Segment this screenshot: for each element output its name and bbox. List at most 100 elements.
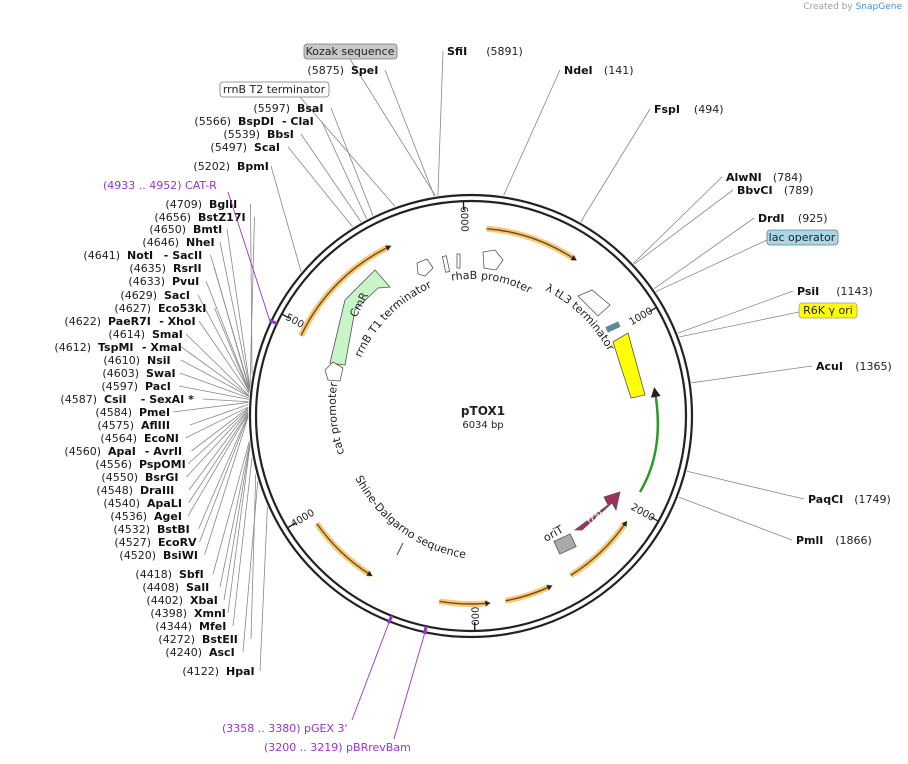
leader-csii: [202, 398, 249, 403]
tl3-terminator-arrow: [577, 289, 611, 317]
site-pos-sali: (4408): [142, 581, 179, 594]
site-tspmi[interactable]: TspMI(4612)- XmaI: [54, 341, 181, 354]
site-bglii[interactable]: BglII(4709): [165, 198, 237, 211]
site-pos-sbfi: (4418): [135, 568, 172, 581]
leader-bsteii: [250, 474, 257, 640]
site-eco53ki[interactable]: Eco53kI(4627): [114, 302, 206, 315]
snapgene-watermark: Created by SnapGene: [803, 2, 902, 12]
svg-text:(3200 .. 3219) pBRrevBam: (3200 .. 3219) pBRrevBam: [264, 741, 411, 754]
site-apali[interactable]: ApaLI(4540): [103, 497, 182, 510]
site-pos-bbsi: (5539): [223, 128, 260, 141]
svg-text:PacI: PacI: [145, 380, 171, 393]
leader-sfii: [437, 50, 444, 196]
site-hpai[interactable]: HpaI(4122): [182, 665, 254, 678]
tick-label-2000: 2000: [629, 502, 657, 524]
site-pos-acui: (1365): [855, 360, 892, 373]
site-bbsi[interactable]: BbsI (5539): [223, 128, 293, 141]
rrnb-t2-box[interactable]: rrnB T2 terminator: [219, 81, 330, 98]
site-pos-swai: (4603): [102, 367, 139, 380]
site-sbfi[interactable]: SbfI(4418): [135, 568, 203, 581]
site-bmti[interactable]: BmtI(4650): [149, 223, 222, 236]
lac-operator-marker: [605, 321, 621, 333]
leader-bbvci: [634, 189, 734, 265]
site-noti[interactable]: NotI(4641)- SacII: [83, 249, 202, 262]
orit-feature[interactable]: [553, 533, 577, 555]
site-scai[interactable]: ScaI(5497): [210, 141, 280, 154]
leader-econi: [185, 406, 249, 439]
leader-psii: [677, 290, 794, 334]
cmr-feature[interactable]: [329, 269, 391, 366]
svg-text:BstEII: BstEII: [202, 633, 238, 646]
site-bsiwi[interactable]: BsiWI(4520): [119, 549, 198, 562]
orf-arc-0: [486, 225, 577, 262]
site-bpmi[interactable]: BpmI(5202): [193, 160, 268, 173]
site-pmei[interactable]: PmeI(4584): [95, 406, 170, 419]
site-bsteii[interactable]: BstEII(4272): [158, 633, 237, 646]
site-swai[interactable]: SwaI(4603): [102, 367, 175, 380]
site-bspdi[interactable]: BspDI(5566)- ClaI: [194, 115, 313, 128]
site-paer7i[interactable]: PaeR7I(4622)- XhoI: [64, 315, 195, 328]
site-asci[interactable]: AscI(4240): [165, 646, 234, 659]
site-mfei[interactable]: MfeI(4344): [155, 620, 226, 633]
site-pos-smai: (4614): [108, 328, 145, 341]
box-leader-3: [679, 311, 800, 338]
site-acui[interactable]: AcuI(1365): [816, 360, 892, 373]
primer-cat-r[interactable]: (4933 .. 4952) CAT-R: [103, 179, 271, 321]
site-sali[interactable]: SalI(4408): [142, 581, 209, 594]
site-alt-xhoi: - XhoI: [159, 315, 195, 328]
site-sfii[interactable]: SfiI(5891): [447, 45, 523, 58]
site-bsrgi[interactable]: BsrGI(4550): [101, 471, 178, 484]
site-pos-rsrii: (4635): [129, 262, 166, 275]
site-rsrii[interactable]: RsrII(4635): [129, 262, 201, 275]
site-pos-draiii: (4548): [96, 484, 133, 497]
site-pos-fspi: (494): [694, 103, 724, 116]
site-agei[interactable]: AgeI(4536): [110, 510, 182, 523]
traj-feature[interactable]: [573, 491, 621, 531]
site-pos-sfii: (5891): [486, 45, 523, 58]
site-alwni[interactable]: AlwNI(784): [726, 171, 803, 184]
site-psii[interactable]: PsiI(1143): [797, 285, 873, 298]
svg-text:PvuI: PvuI: [172, 275, 199, 288]
site-pos-pmli: (1866): [835, 534, 872, 547]
site-bbvci[interactable]: BbvCI(789): [737, 184, 814, 197]
site-pvui[interactable]: PvuI(4633): [128, 275, 199, 288]
site-bstbi[interactable]: BstBI(4532): [113, 523, 189, 536]
site-econi[interactable]: EcoNI(4564): [100, 432, 178, 445]
site-paci[interactable]: PacI(4597): [101, 380, 170, 393]
primer-pgex-3[interactable]: (3358 .. 3380) pGEX 3': [222, 623, 390, 735]
site-paqci[interactable]: PaqCI(1749): [808, 493, 891, 506]
site-csii[interactable]: CsiI(4587)- SexAI *: [60, 393, 194, 406]
site-ecorv[interactable]: EcoRV(4527): [114, 536, 197, 549]
site-ndei[interactable]: NdeI(141): [564, 64, 634, 77]
leader-afliii: [189, 404, 249, 426]
site-smai[interactable]: SmaI(4614): [108, 328, 182, 341]
site-pspomi[interactable]: PspOMI(4556): [95, 458, 185, 471]
r6k-ori-box[interactable]: R6K γ ori: [798, 302, 858, 319]
leader-apai: [191, 407, 249, 452]
svg-text:BbsI: BbsI: [267, 128, 294, 141]
orf-arrow-4: [316, 523, 373, 577]
kozak-box[interactable]: Kozak sequence: [303, 43, 398, 60]
site-spei[interactable]: SpeI(5875): [307, 64, 378, 77]
site-fspi[interactable]: FspI(494): [654, 103, 724, 116]
site-xmni[interactable]: XmnI(4398): [150, 607, 225, 620]
site-saci[interactable]: SacI(4629): [120, 289, 190, 302]
site-draiii[interactable]: DraIII(4548): [96, 484, 174, 497]
site-afliii[interactable]: AflIII(4575): [97, 419, 170, 432]
backbone-outer: [248, 193, 694, 639]
site-bsai[interactable]: BsaI(5597): [253, 102, 323, 115]
site-nsii[interactable]: NsiI(4610): [103, 354, 170, 367]
site-apai[interactable]: ApaI(4560)- AvrII: [64, 445, 182, 458]
site-pmli[interactable]: PmlI(1866): [796, 534, 872, 547]
site-bstz17i[interactable]: BstZ17I(4656): [154, 211, 245, 224]
site-pos-bsiwi: (4520): [119, 549, 156, 562]
lac-operator-box[interactable]: lac operator: [766, 229, 839, 246]
site-nhei[interactable]: NheI(4646): [142, 236, 214, 249]
site-pos-agei: (4536): [110, 510, 147, 523]
site-drdi[interactable]: DrdI(925): [758, 212, 828, 225]
svg-text:EcoRV: EcoRV: [158, 536, 197, 549]
site-xbai[interactable]: XbaI(4402): [146, 594, 217, 607]
r6k-ori-feature[interactable]: [612, 332, 646, 399]
primer-pbrrevbam[interactable]: (3200 .. 3219) pBRrevBam: [264, 633, 425, 754]
